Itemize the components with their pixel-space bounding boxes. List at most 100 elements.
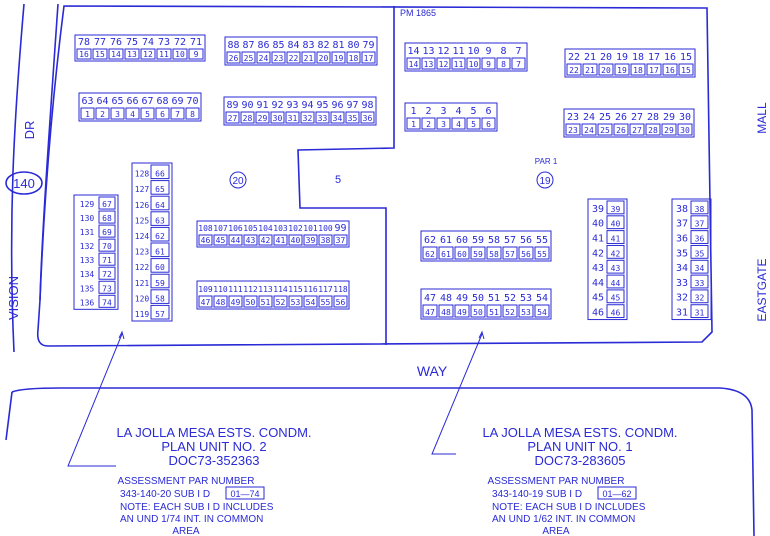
street-vision-label: VISION: [6, 276, 21, 320]
unit-number: 92: [271, 100, 283, 111]
unit-column-outline: [671, 198, 712, 321]
unit-number: 83: [302, 40, 314, 51]
sub-id-box: [438, 246, 454, 260]
sub-id-number: 60: [457, 250, 467, 259]
sub-id-box: [228, 234, 243, 246]
plan1-subtitle: PLAN UNIT NO. 1: [527, 439, 632, 454]
unit-number: 19: [616, 52, 628, 63]
sub-id-number: 10: [175, 50, 185, 59]
sub-id-box: [150, 242, 170, 258]
sub-id-number: 41: [276, 236, 286, 245]
unit-block-outline: [224, 36, 378, 66]
unit-number: 41: [592, 233, 604, 244]
sub-id-box: [518, 246, 534, 260]
sub-id-number: 61: [155, 248, 165, 257]
plan2-parcel: 343-140-20 SUB I D: [120, 489, 210, 500]
sub-id-box: [690, 230, 709, 244]
unit-number: 63: [81, 96, 93, 107]
unit-number: 28: [647, 112, 659, 123]
sub-id-box: [422, 304, 438, 318]
unit-number: 118: [333, 285, 348, 294]
unit-number: 38: [676, 204, 688, 215]
sub-id-number: 64: [155, 201, 165, 210]
sub-id-box: [98, 210, 116, 224]
unit-number: 132: [80, 242, 95, 251]
plan1-note-2: AN UND 1/62 INT. IN COMMON: [492, 514, 635, 525]
sub-id-number: 4: [130, 110, 135, 119]
unit-number: 35: [676, 248, 688, 259]
street-way-label: WAY: [417, 363, 448, 379]
sub-id-box: [597, 123, 613, 136]
sub-id-number: 6: [486, 120, 491, 129]
sub-id-box: [613, 123, 629, 136]
plan1-note-3: AREA: [542, 526, 570, 536]
sub-id-number: 66: [155, 170, 165, 179]
sub-id-box: [258, 295, 273, 308]
unit-number: 104: [258, 224, 273, 233]
sub-id-number: 73: [102, 284, 112, 293]
sub-id-number: 7: [175, 110, 180, 119]
sub-id-box: [466, 117, 481, 130]
plan2-range-box: [225, 486, 265, 500]
sub-id-box: [581, 123, 597, 136]
sub-id-number: 58: [489, 250, 499, 259]
sub-id-box: [98, 238, 116, 252]
sub-id-number: 1: [411, 120, 416, 129]
sub-id-box: [333, 234, 348, 246]
sub-id-box: [300, 111, 315, 124]
sub-id-box: [422, 246, 438, 260]
sub-id-number: 62: [425, 250, 435, 259]
unit-number: 47: [424, 293, 436, 304]
unit-number: 7: [515, 46, 521, 57]
sub-id-box: [481, 117, 496, 130]
sub-id-box: [566, 63, 582, 76]
sub-id-number: 48: [216, 298, 226, 307]
sub-id-box: [301, 51, 316, 64]
sub-id-number: 20: [601, 66, 611, 75]
unit-number: 136: [80, 298, 95, 307]
sub-id-box: [333, 295, 348, 308]
sub-id-number: 1: [85, 110, 90, 119]
sub-id-number: 53: [521, 308, 531, 317]
unit-number: 29: [663, 112, 675, 123]
unit-number: 81: [332, 40, 344, 51]
sub-id-box: [346, 51, 361, 64]
par-1-label: PAR 1: [535, 157, 558, 166]
sub-id-box: [150, 273, 170, 289]
sub-id-number: 7: [516, 60, 521, 69]
unit-number: 15: [680, 52, 692, 63]
sub-id-number: 33: [318, 114, 328, 123]
sub-id-number: 13: [127, 50, 137, 59]
unit-number: 79: [362, 40, 374, 51]
sub-id-number: 12: [143, 50, 153, 59]
sub-id-box: [288, 234, 303, 246]
unit-number: 8: [500, 46, 506, 57]
sub-id-number: 13: [424, 60, 434, 69]
route-140-oval: [5, 171, 43, 195]
sub-id-box: [76, 48, 92, 60]
sub-id-number: 29: [664, 126, 674, 135]
sub-id-number: 10: [469, 60, 479, 69]
sub-id-box: [606, 200, 625, 215]
unit-number: 114: [273, 285, 288, 294]
sub-id-box: [150, 211, 170, 226]
sub-id-number: 27: [228, 114, 238, 123]
unit-column-outline: [73, 194, 119, 310]
sub-id-number: 30: [273, 114, 283, 123]
sub-id-number: 30: [680, 126, 690, 135]
sub-id-box: [150, 304, 170, 320]
plan2-range: 01—74: [230, 489, 259, 499]
unit-number: 89: [226, 100, 238, 111]
unit-number: 88: [227, 40, 239, 51]
sub-id-number: 21: [585, 66, 595, 75]
sub-id-number: 19: [617, 66, 627, 75]
unit-number: 36: [676, 233, 688, 244]
unit-number: 90: [241, 100, 253, 111]
unit-number: 40: [592, 219, 604, 230]
sub-id-number: 46: [201, 236, 211, 245]
